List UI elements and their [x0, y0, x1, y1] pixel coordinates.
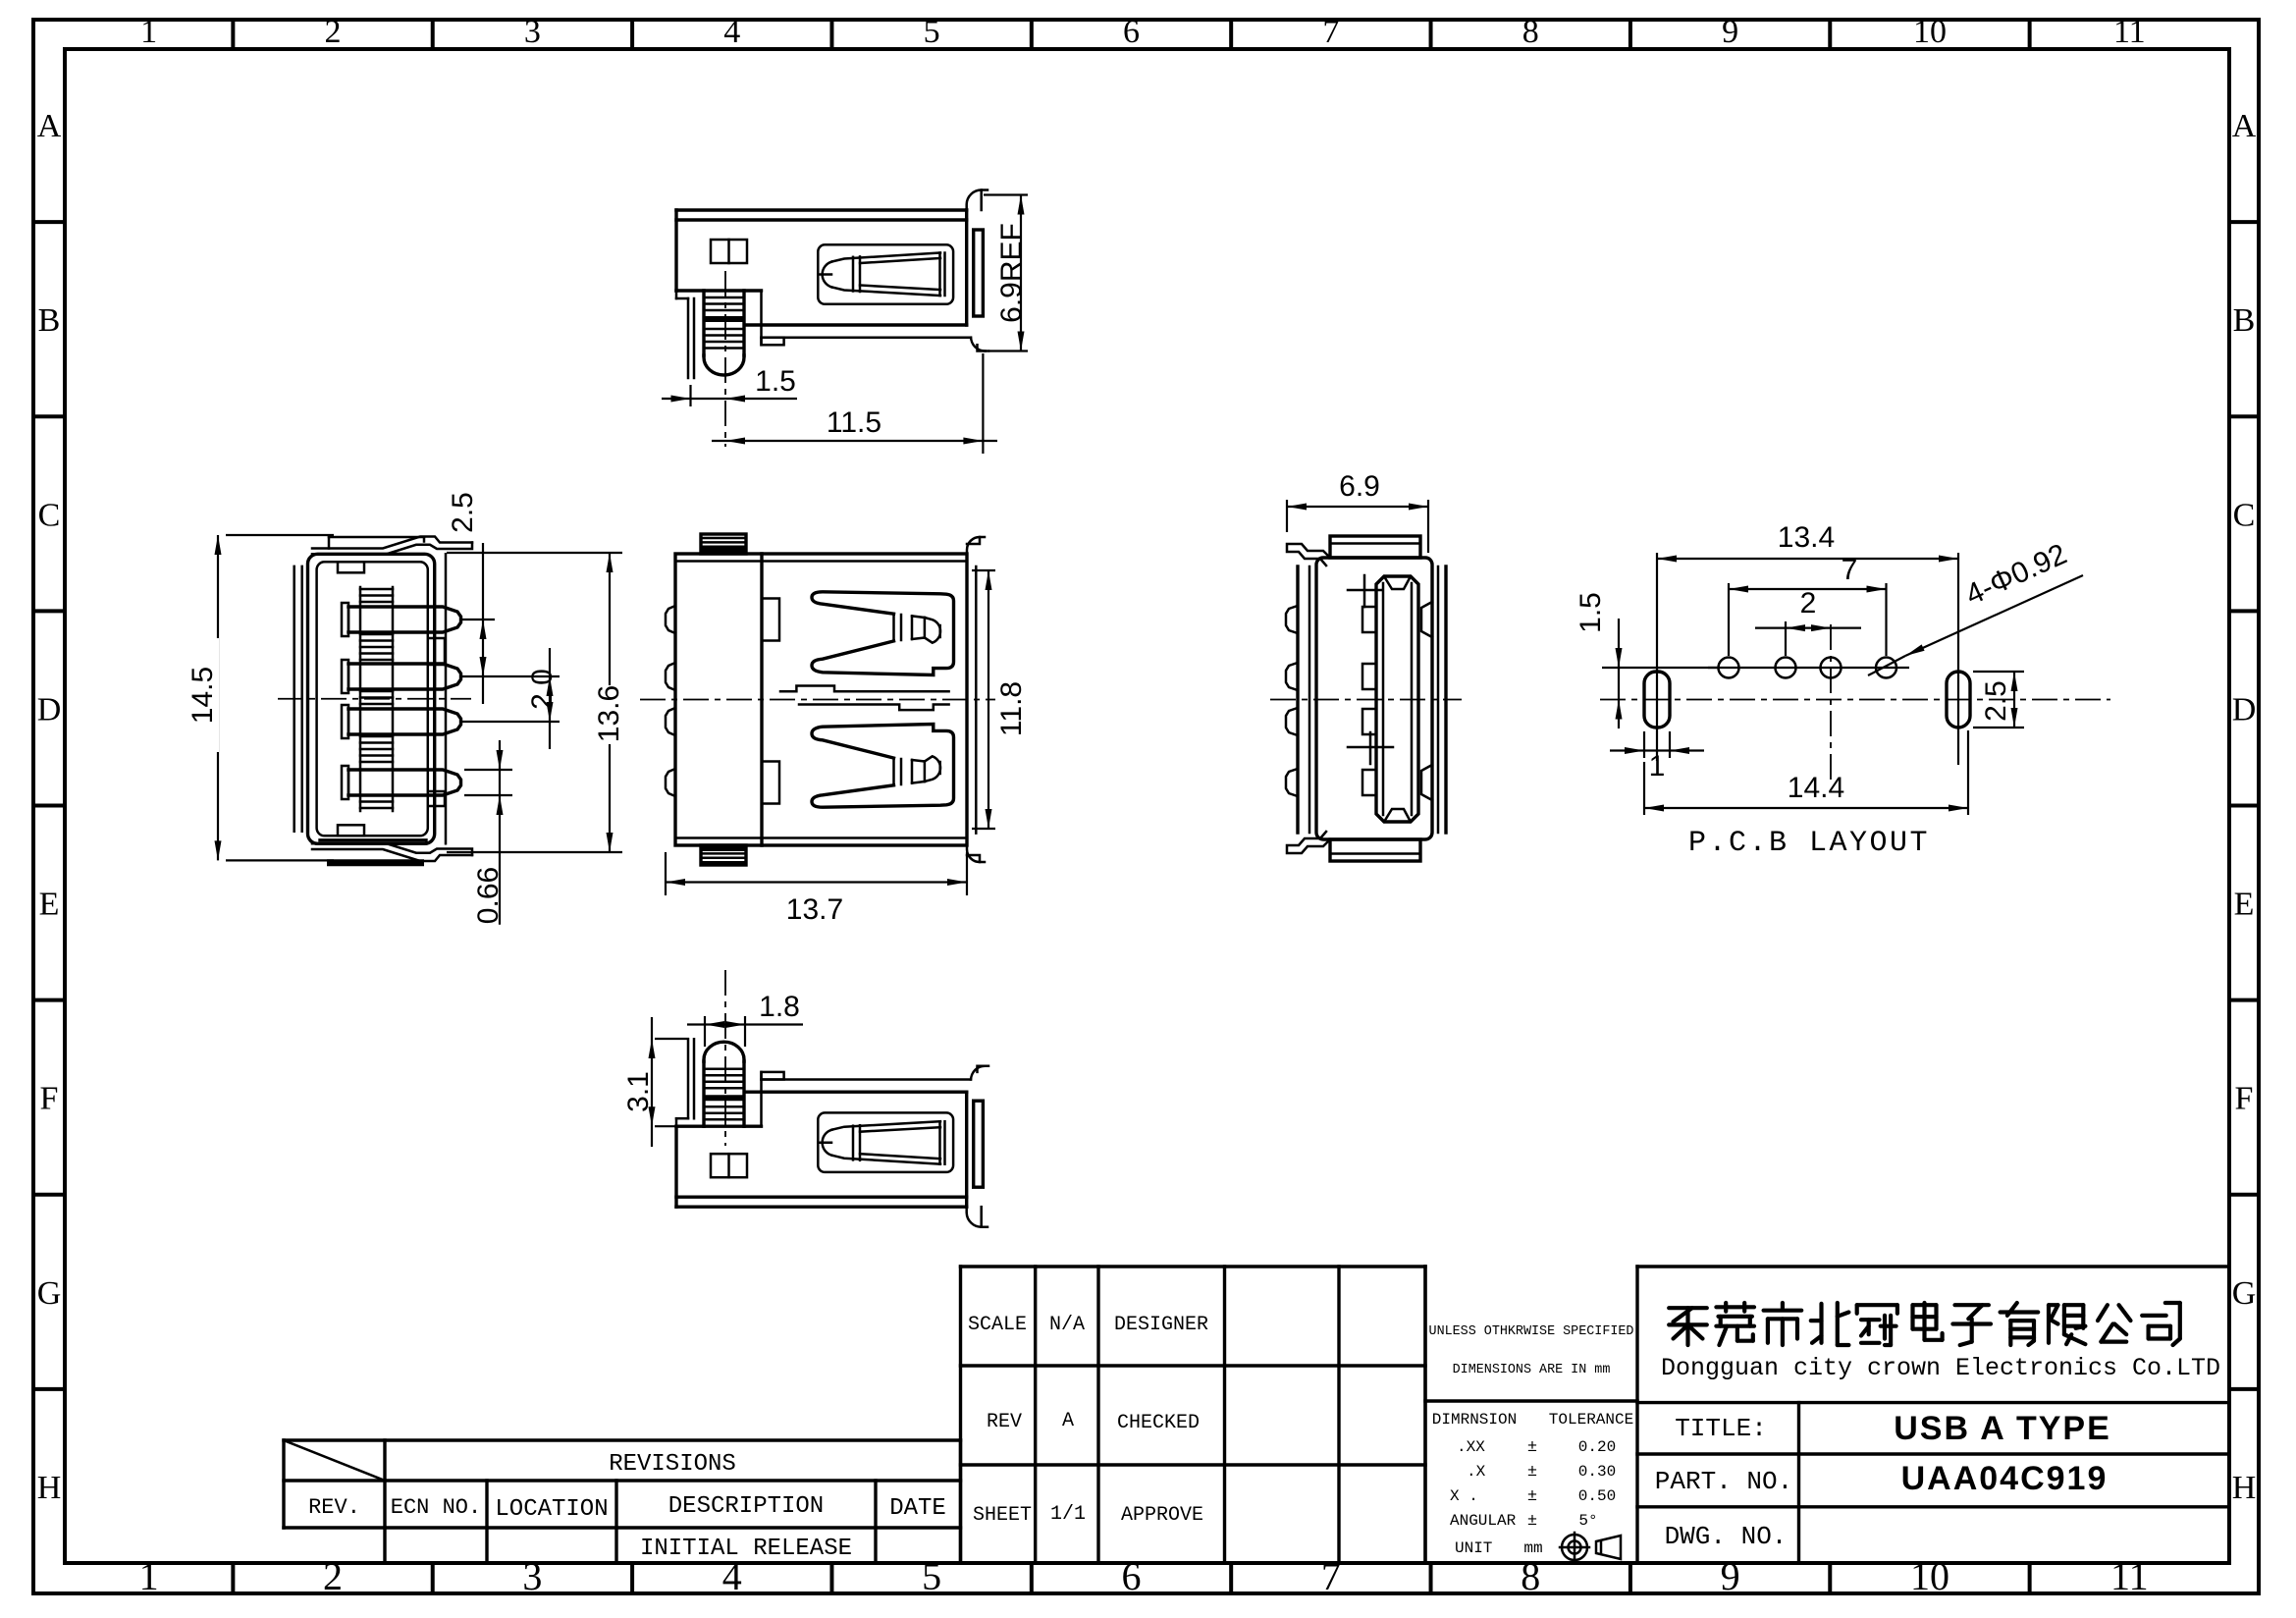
svg-text:DESCRIPTION: DESCRIPTION — [668, 1493, 824, 1520]
svg-text:±: ± — [1527, 1438, 1537, 1457]
svg-text:9: 9 — [1722, 14, 1738, 50]
svg-text:DATE: DATE — [889, 1495, 946, 1522]
svg-text:±: ± — [1527, 1463, 1537, 1482]
svg-text:mm: mm — [1523, 1539, 1542, 1557]
svg-text:3: 3 — [522, 1554, 542, 1598]
svg-text:11: 11 — [2113, 14, 2146, 50]
svg-text:B: B — [2233, 302, 2256, 339]
svg-text:UNLESS OTHKRWISE SPECIFIED: UNLESS OTHKRWISE SPECIFIED — [1429, 1324, 1634, 1339]
svg-text:C: C — [2233, 497, 2256, 533]
svg-text:10: 10 — [1910, 1554, 1949, 1598]
svg-text:USB A TYPE: USB A TYPE — [1894, 1410, 2111, 1447]
svg-text:REV: REV — [987, 1411, 1022, 1433]
svg-text:TOLERANCE: TOLERANCE — [1549, 1411, 1633, 1429]
svg-text:DIMENSIONS ARE IN mm: DIMENSIONS ARE IN mm — [1453, 1363, 1611, 1377]
svg-text:0.66: 0.66 — [472, 867, 505, 924]
svg-text:APPROVE: APPROVE — [1121, 1504, 1203, 1527]
svg-text:1.5: 1.5 — [1575, 592, 1607, 633]
svg-text:SCALE: SCALE — [968, 1314, 1027, 1336]
svg-text:3.1: 3.1 — [622, 1071, 655, 1112]
svg-text:±: ± — [1527, 1487, 1537, 1506]
svg-text:1: 1 — [139, 1554, 159, 1598]
svg-text:1: 1 — [140, 14, 157, 50]
svg-text:1/1: 1/1 — [1050, 1503, 1086, 1526]
svg-text:11: 11 — [2110, 1554, 2149, 1598]
svg-text:11.8: 11.8 — [995, 681, 1028, 736]
svg-text:6: 6 — [1122, 1554, 1142, 1598]
svg-text:.XX: .XX — [1457, 1438, 1485, 1456]
svg-text:2: 2 — [325, 14, 342, 50]
svg-text:6: 6 — [1123, 14, 1140, 50]
svg-text:F: F — [40, 1081, 59, 1117]
svg-text:14.4: 14.4 — [1788, 772, 1844, 804]
svg-text:Dongguan city crown Electronic: Dongguan city crown Electronics Co.LTD — [1661, 1354, 2220, 1382]
svg-text:G: G — [37, 1275, 62, 1312]
svg-text:14.5: 14.5 — [187, 667, 219, 724]
svg-text:2.0: 2.0 — [526, 669, 559, 710]
svg-text:REVISIONS: REVISIONS — [609, 1451, 736, 1478]
svg-text:UNIT: UNIT — [1455, 1539, 1492, 1557]
svg-text:ECN NO.: ECN NO. — [391, 1495, 481, 1520]
svg-text:9: 9 — [1721, 1554, 1740, 1598]
svg-text:N/A: N/A — [1049, 1314, 1085, 1336]
svg-text:A: A — [37, 108, 62, 144]
svg-text:±: ± — [1527, 1512, 1537, 1531]
svg-text:F: F — [2235, 1081, 2254, 1117]
svg-text:7: 7 — [1842, 554, 1858, 586]
svg-text:DWG. NO.: DWG. NO. — [1665, 1522, 1788, 1551]
svg-text:8: 8 — [1521, 1554, 1540, 1598]
svg-text:H: H — [37, 1470, 62, 1506]
svg-text:A: A — [1062, 1410, 1074, 1432]
svg-text:5: 5 — [922, 1554, 941, 1598]
svg-text:G: G — [2232, 1275, 2257, 1312]
svg-text:7: 7 — [1322, 14, 1339, 50]
svg-text:REV.: REV. — [308, 1495, 360, 1520]
svg-text:DIMRNSION: DIMRNSION — [1432, 1411, 1517, 1429]
svg-text:E: E — [2234, 887, 2255, 923]
svg-text:X .: X . — [1450, 1487, 1478, 1505]
svg-text:SHEET: SHEET — [973, 1504, 1032, 1527]
svg-text:LOCATION: LOCATION — [495, 1496, 608, 1523]
svg-text:2: 2 — [323, 1554, 343, 1598]
svg-text:A: A — [2232, 108, 2257, 144]
svg-text:B: B — [38, 302, 61, 339]
svg-text:UAA04C919: UAA04C919 — [1901, 1460, 2109, 1497]
svg-text:H: H — [2232, 1470, 2257, 1506]
svg-text:1.8: 1.8 — [759, 991, 800, 1023]
svg-text:11.5: 11.5 — [827, 406, 881, 439]
svg-text:D: D — [2232, 691, 2257, 728]
svg-text:7: 7 — [1321, 1554, 1341, 1598]
svg-text:13.6: 13.6 — [593, 685, 625, 742]
svg-text:0.30: 0.30 — [1578, 1463, 1616, 1481]
svg-text:PART. NO.: PART. NO. — [1655, 1467, 1792, 1496]
svg-text:1.5: 1.5 — [755, 365, 796, 398]
svg-text:2.5: 2.5 — [1980, 680, 2012, 722]
svg-text:6.9REF: 6.9REF — [995, 223, 1028, 323]
svg-text:13.4: 13.4 — [1778, 521, 1835, 554]
svg-text:8: 8 — [1522, 14, 1539, 50]
svg-text:CHECKED: CHECKED — [1117, 1412, 1200, 1434]
svg-text:P.C.B LAYOUT: P.C.B LAYOUT — [1688, 827, 1930, 860]
svg-text:0.50: 0.50 — [1578, 1487, 1616, 1505]
svg-text:3: 3 — [524, 14, 541, 50]
svg-text:INITIAL RELEASE: INITIAL RELEASE — [640, 1536, 852, 1562]
svg-text:6.9: 6.9 — [1339, 470, 1380, 503]
svg-text:.X: .X — [1467, 1463, 1486, 1481]
svg-text:13.7: 13.7 — [786, 893, 843, 926]
svg-text:E: E — [39, 887, 60, 923]
svg-text:1: 1 — [1649, 750, 1666, 782]
svg-text:4: 4 — [723, 14, 740, 50]
svg-text:ANGULAR: ANGULAR — [1450, 1512, 1517, 1530]
svg-text:D: D — [37, 691, 62, 728]
svg-text:4: 4 — [722, 1554, 742, 1598]
svg-text:5°: 5° — [1578, 1512, 1597, 1530]
svg-text:10: 10 — [1913, 14, 1947, 50]
svg-text:DESIGNER: DESIGNER — [1114, 1314, 1208, 1336]
svg-text:0.20: 0.20 — [1578, 1438, 1616, 1456]
svg-text:TITLE:: TITLE: — [1675, 1414, 1767, 1443]
svg-text:C: C — [38, 497, 61, 533]
svg-text:5: 5 — [924, 14, 940, 50]
svg-text:2: 2 — [1800, 587, 1817, 620]
svg-text:2.5: 2.5 — [447, 492, 479, 533]
